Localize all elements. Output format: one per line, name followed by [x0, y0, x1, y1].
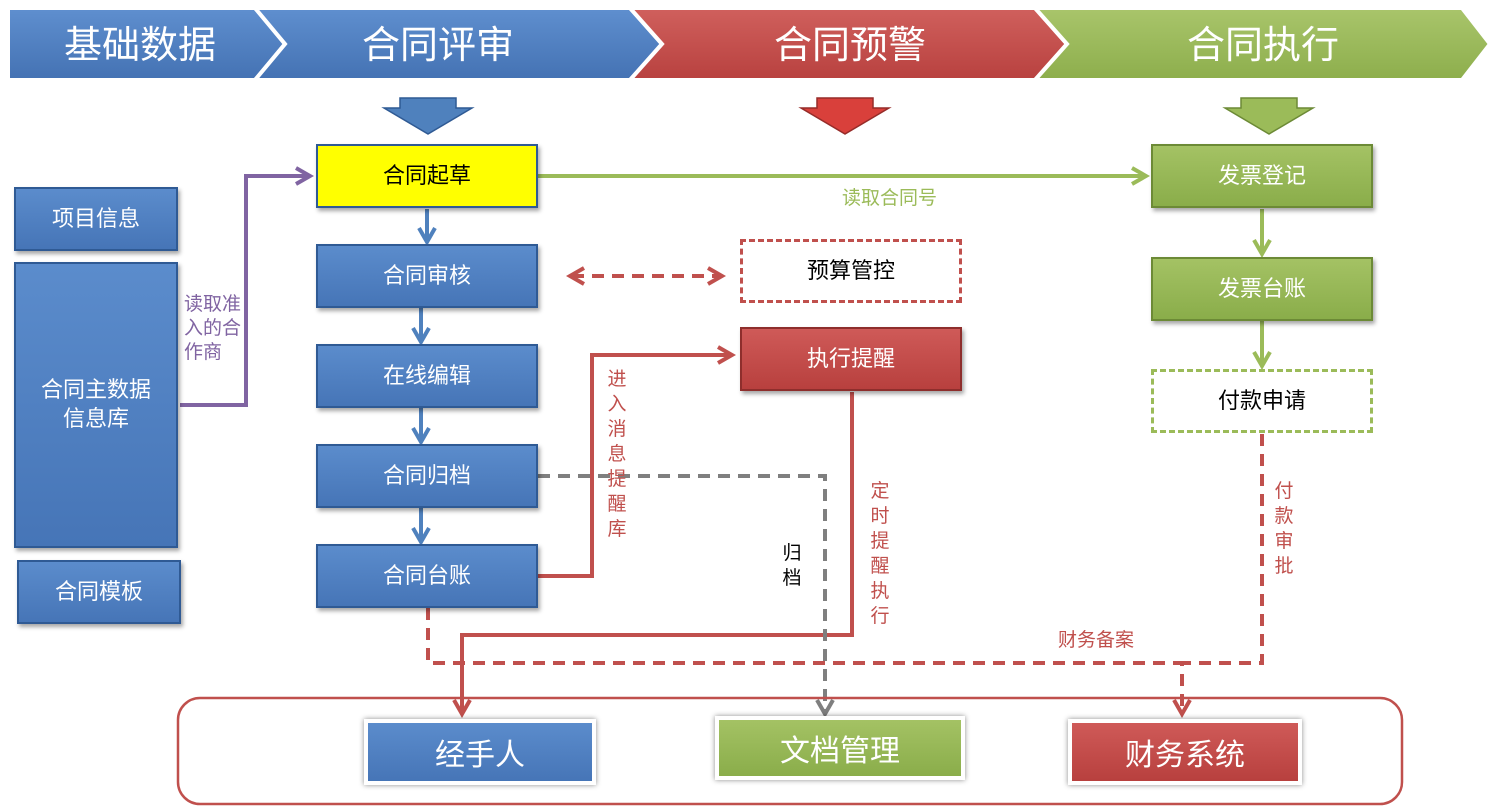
- connector-ledger-to-reminder: [538, 345, 737, 578]
- box-online-edit-label: 在线编辑: [382, 363, 471, 389]
- box-payment-request-label: 付款申请: [1217, 388, 1306, 414]
- label-enter-msg-db: 进入消息提醒库: [607, 368, 627, 540]
- system-finance[interactable]: 财务系统: [1068, 719, 1302, 785]
- box-contract-review[interactable]: 合同审核: [316, 244, 538, 308]
- box-project-info[interactable]: 项目信息: [14, 187, 178, 251]
- system-handler-label: 经手人: [435, 738, 525, 773]
- box-payment-request[interactable]: 付款申请: [1151, 369, 1373, 433]
- stage-banner: 基础数据 合同评审 合同预警 合同执行: [6, 6, 1493, 82]
- connector-ledger-to-finance: [426, 608, 1192, 719]
- systems-container: [176, 696, 1404, 806]
- connector-archive-to-docs: [538, 474, 835, 719]
- connector-reminder-to-handler: [452, 392, 854, 719]
- label-finance-record: 财务备案: [1058, 629, 1135, 651]
- stage-label-execution: 合同执行: [1187, 23, 1339, 67]
- stage-label-basic-data: 基础数据: [64, 23, 216, 67]
- stage-label-review: 合同评审: [362, 23, 514, 67]
- connector-partner-to-draft: [180, 166, 315, 407]
- box-project-info-label: 项目信息: [51, 206, 140, 232]
- down-arrow-green-icon: [1222, 97, 1316, 135]
- box-budget-control[interactable]: 预算管控: [740, 239, 962, 303]
- box-contract-archive-label: 合同归档: [382, 463, 471, 489]
- label-read-contract-no: 读取合同号: [842, 187, 938, 209]
- box-template-label: 合同模板: [54, 579, 143, 605]
- label-archive: 归档: [782, 542, 802, 589]
- connector-payment-to-finance: [1182, 434, 1264, 665]
- down-arrow-red-icon: [798, 97, 892, 135]
- down-arrow-blue-icon: [381, 97, 475, 135]
- system-document-mgmt[interactable]: 文档管理: [715, 716, 965, 780]
- box-exec-reminder[interactable]: 执行提醒: [740, 327, 962, 391]
- box-contract-ledger-label: 合同台账: [382, 563, 471, 589]
- box-invoice-ledger-label: 发票台账: [1217, 276, 1306, 302]
- system-handler[interactable]: 经手人: [364, 719, 596, 785]
- box-invoice-register[interactable]: 发票登记: [1151, 144, 1373, 208]
- stage-chevron-execution: [1030, 6, 1493, 82]
- box-contract-ledger[interactable]: 合同台账: [316, 544, 538, 608]
- box-contract-review-label: 合同审核: [382, 263, 471, 289]
- system-document-mgmt-label: 文档管理: [780, 734, 900, 769]
- box-master-db[interactable]: 合同主数据信息库: [14, 262, 178, 548]
- box-contract-draft[interactable]: 合同起草: [316, 144, 538, 208]
- stage-label-warning: 合同预警: [774, 23, 926, 67]
- box-invoice-ledger[interactable]: 发票台账: [1151, 257, 1373, 321]
- label-read-partner: 读取准入的合作商: [184, 293, 242, 363]
- box-template[interactable]: 合同模板: [17, 560, 181, 624]
- box-exec-reminder-label: 执行提醒: [806, 346, 895, 372]
- box-contract-archive[interactable]: 合同归档: [316, 444, 538, 508]
- system-finance-label: 财务系统: [1125, 738, 1245, 773]
- box-budget-control-label: 预算管控: [806, 258, 895, 284]
- box-online-edit[interactable]: 在线编辑: [316, 344, 538, 408]
- label-payment-approval: 付款审批: [1274, 480, 1294, 577]
- box-contract-draft-label: 合同起草: [382, 163, 471, 189]
- box-invoice-register-label: 发票登记: [1217, 163, 1306, 189]
- label-timed-reminder: 定时提醒执行: [870, 480, 890, 627]
- box-master-db-label: 合同主数据信息库: [40, 378, 151, 432]
